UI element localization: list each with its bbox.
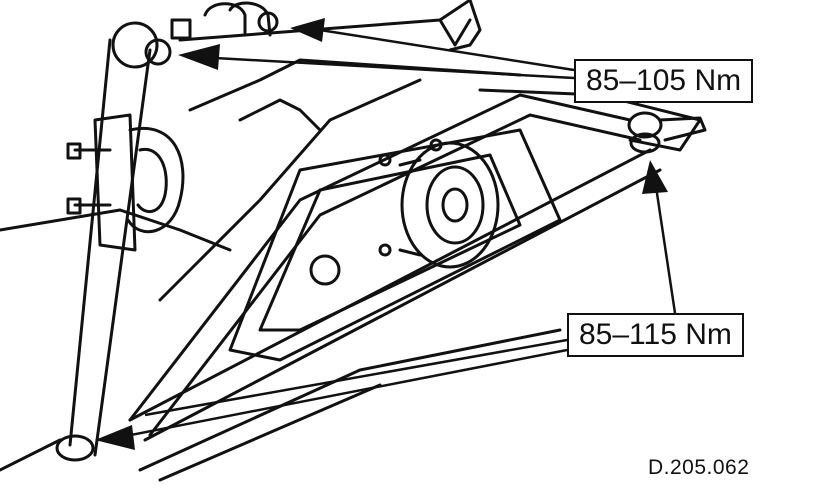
arrow-heads — [95, 18, 668, 450]
torque-callout-upper: 85–105 Nm — [574, 59, 754, 103]
pivot-bushing — [309, 138, 500, 286]
arrow-head-rod-end — [178, 44, 220, 70]
tie-rod — [55, 21, 172, 462]
wishbone-arm — [128, 88, 702, 442]
upper-joint — [170, 1, 279, 40]
hub-bushing — [66, 113, 185, 252]
body-bracket — [0, 0, 522, 302]
reference-code: D.205.062 — [648, 456, 750, 479]
torque-callout-lower: 85–115 Nm — [567, 313, 744, 357]
right-fastener — [627, 111, 707, 154]
arrow-head-rod-bottom — [95, 425, 135, 450]
leader-lines — [104, 28, 677, 442]
lower-frame — [0, 328, 562, 482]
arrow-head-right-fastener — [642, 160, 668, 194]
arrow-head-upper-joint — [290, 18, 325, 42]
